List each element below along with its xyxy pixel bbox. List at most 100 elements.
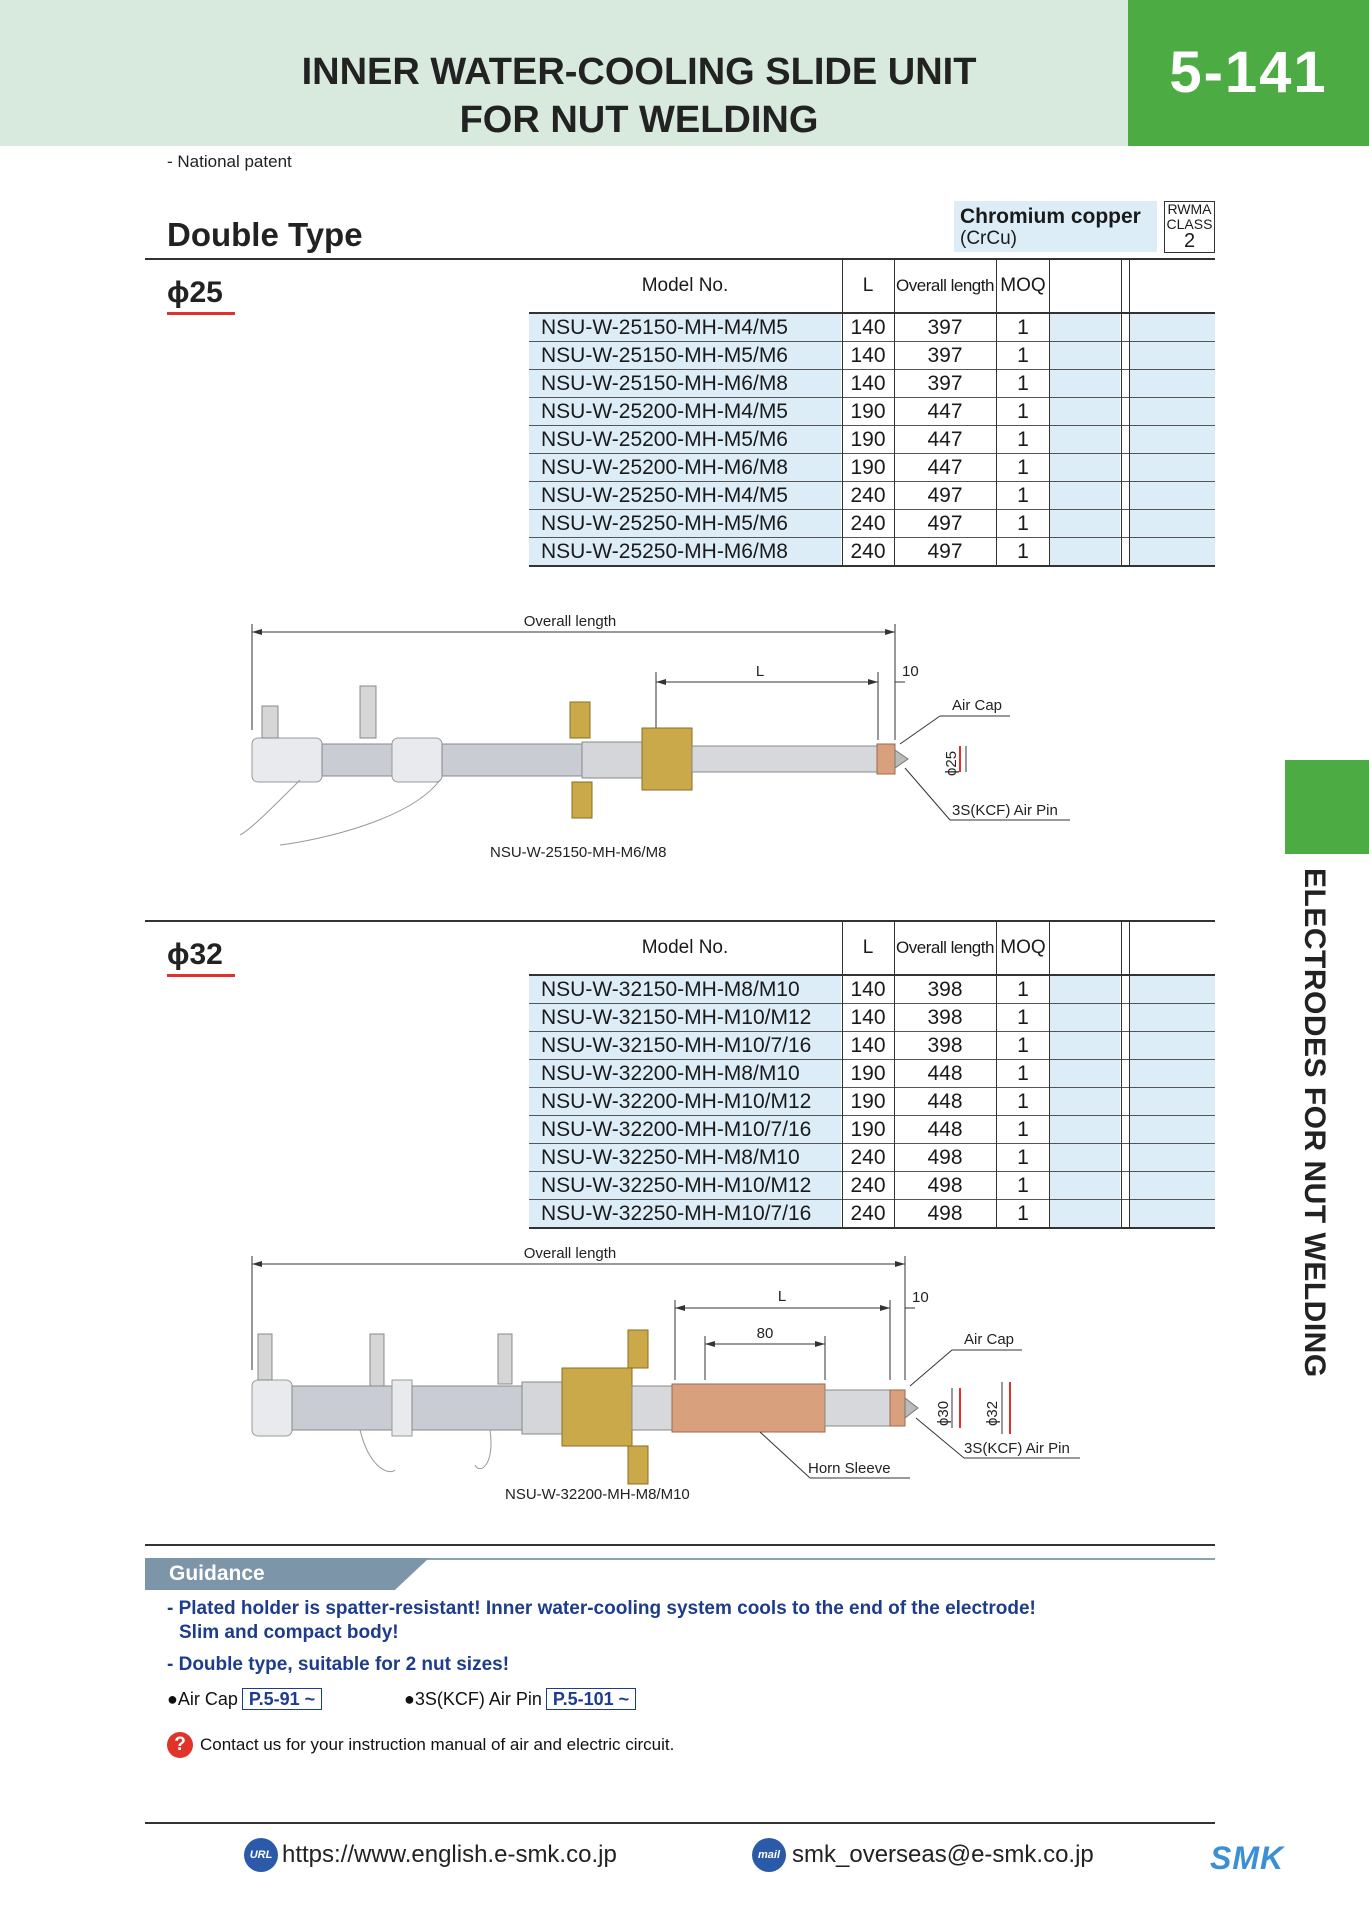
cell-moq: 1 <box>1017 456 1029 479</box>
footer-url[interactable]: https://www.english.e-smk.co.jp <box>282 1841 617 1868</box>
cell-moq: 1 <box>1017 1006 1029 1029</box>
phi32-dia32-label: ϕ32 <box>984 1401 1001 1426</box>
cell-l: 240 <box>850 484 886 507</box>
cell-model: NSU-W-25200-MH-M6/M8 <box>529 454 841 481</box>
phi32-underline <box>167 974 235 977</box>
cell-l: 140 <box>850 978 886 1001</box>
header-overall: Overall length <box>896 938 994 957</box>
phi25-caption: NSU-W-25150-MH-M6/M8 <box>490 844 666 861</box>
phi32-l-label: L <box>778 1288 786 1305</box>
phi32-ten-label: 10 <box>912 1289 929 1306</box>
cell-moq: 1 <box>1017 512 1029 535</box>
cell-model: NSU-W-25150-MH-M6/M8 <box>529 370 841 397</box>
cell-overall: 448 <box>927 1062 963 1085</box>
cell-l: 240 <box>850 1174 886 1197</box>
rwma-class-box: RWMA CLASS 2 <box>1164 201 1215 253</box>
cell-l: 140 <box>850 372 886 395</box>
cell-l: 140 <box>850 1034 886 1057</box>
cell-moq: 1 <box>1017 372 1029 395</box>
cell-model: NSU-W-25250-MH-M6/M8 <box>529 538 841 565</box>
cell-empty <box>1050 1004 1120 1031</box>
cell-model: NSU-W-25150-MH-M4/M5 <box>529 314 841 341</box>
cell-model: NSU-W-32150-MH-M10/M12 <box>529 1004 841 1031</box>
cell-empty <box>1050 314 1120 341</box>
cell-empty <box>1050 1144 1120 1171</box>
cell-empty <box>1050 1060 1120 1087</box>
table-column-rule <box>842 260 843 567</box>
cell-empty <box>1050 398 1120 425</box>
cell-l: 140 <box>850 344 886 367</box>
side-tab-block <box>1285 760 1369 854</box>
footer-email[interactable]: smk_overseas@e-smk.co.jp <box>792 1841 1094 1868</box>
cell-overall: 497 <box>927 512 963 535</box>
phi32-dia30-label: ϕ30 <box>935 1401 952 1426</box>
header-moq: MOQ <box>1000 937 1046 958</box>
cell-model: NSU-W-32150-MH-M8/M10 <box>529 976 841 1003</box>
contact-note: Contact us for your instruction manual o… <box>200 1735 675 1754</box>
cell-overall: 398 <box>927 978 963 1001</box>
cell-overall: 447 <box>927 456 963 479</box>
phi32-horn-label: Horn Sleeve <box>808 1460 891 1477</box>
cell-moq: 1 <box>1017 978 1029 1001</box>
phi32-label: ϕ32 <box>167 938 223 971</box>
airpin-reference-link[interactable]: P.5-101 ~ <box>545 1688 637 1710</box>
header-l: L <box>862 937 874 958</box>
cell-empty <box>1129 1088 1215 1115</box>
cell-moq: 1 <box>1017 484 1029 507</box>
phi32-diagram: Overall length L 10 80 ϕ30 ϕ32 Air Cap 3… <box>251 1245 1080 1503</box>
cell-overall: 448 <box>927 1090 963 1113</box>
cell-empty <box>1129 1032 1215 1059</box>
table-row: NSU-W-25150-MH-M4/M5 140 397 1 <box>529 314 1215 342</box>
material-box: Chromium copper (CrCu) <box>954 201 1157 252</box>
cell-moq: 1 <box>1017 428 1029 451</box>
cell-moq: 1 <box>1017 316 1029 339</box>
table-column-rule <box>894 922 895 1229</box>
cell-overall: 397 <box>927 344 963 367</box>
phi32-airpin-label: 3S(KCF) Air Pin <box>964 1440 1070 1457</box>
cell-empty <box>1050 1116 1120 1143</box>
cell-overall: 397 <box>927 372 963 395</box>
header-moq: MOQ <box>1000 275 1046 296</box>
cell-model: NSU-W-25250-MH-M5/M6 <box>529 510 841 537</box>
cell-empty <box>1050 976 1120 1003</box>
cell-empty <box>1050 510 1120 537</box>
cell-overall: 397 <box>927 316 963 339</box>
side-tab-label: ELECTRODES FOR NUT WELDING <box>1285 868 1343 1388</box>
aircap-reference-link[interactable]: P.5-91 ~ <box>241 1688 323 1710</box>
phi32-divider <box>145 920 1215 922</box>
aircap-reference-label: ●Air Cap <box>167 1689 238 1709</box>
cell-l: 140 <box>850 316 886 339</box>
cell-empty <box>1050 370 1120 397</box>
cell-moq: 1 <box>1017 540 1029 563</box>
cell-moq: 1 <box>1017 1174 1029 1197</box>
table-column-rule <box>842 922 843 1229</box>
header-model: Model No. <box>641 275 729 296</box>
table-column-rule <box>1121 260 1122 567</box>
cell-empty <box>1129 314 1215 341</box>
table-column-rule <box>1129 260 1130 567</box>
cell-empty <box>1129 1116 1215 1143</box>
phi32-overall-label: Overall length <box>524 1245 617 1262</box>
cell-overall: 498 <box>927 1174 963 1197</box>
cell-overall: 398 <box>927 1006 963 1029</box>
cell-moq: 1 <box>1017 1090 1029 1113</box>
guidance-line3: - Double type, suitable for 2 nut sizes! <box>167 1654 510 1675</box>
table-column-rule <box>1049 260 1050 567</box>
header-band <box>0 0 1128 146</box>
header-model: Model No. <box>641 937 729 958</box>
side-tab-text: ELECTRODES FOR NUT WELDING <box>1298 868 1331 1378</box>
cell-model: NSU-W-25200-MH-M5/M6 <box>529 426 841 453</box>
cell-empty <box>1129 1172 1215 1199</box>
cell-model: NSU-W-25200-MH-M4/M5 <box>529 398 841 425</box>
phi32-aircap-label: Air Cap <box>964 1331 1014 1348</box>
mail-icon: mail <box>752 1838 786 1872</box>
page-number: 5-141 <box>1128 0 1369 146</box>
phi32-eighty-label: 80 <box>757 1325 774 1342</box>
